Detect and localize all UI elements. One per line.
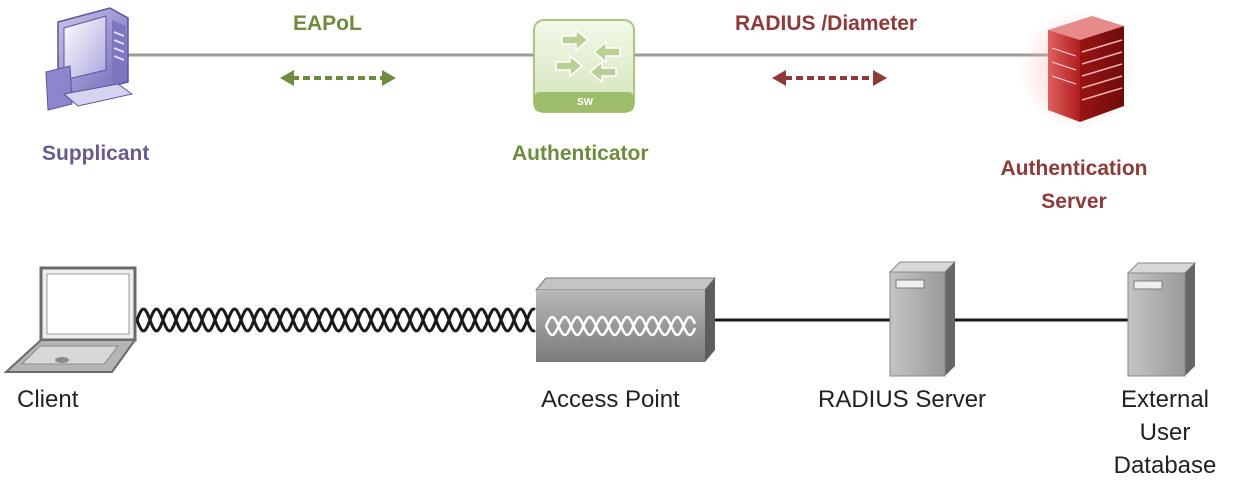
wireless-link — [135, 307, 536, 333]
authentication-server-label: Authentication Server — [972, 152, 1176, 218]
external-database-label-line3: Database — [1113, 452, 1217, 479]
supplicant-label: Supplicant — [42, 142, 150, 165]
radius-double-arrow — [772, 70, 887, 86]
switch-badge: SW — [577, 97, 594, 108]
authenticator-label: Authenticator — [512, 142, 649, 165]
authentication-server-label-line1: Authentication — [1000, 157, 1148, 180]
authentication-server-label-line2: Server — [1041, 190, 1107, 213]
supplicant-pc-icon — [45, 7, 134, 111]
external-database-label: External User Database — [1100, 383, 1230, 482]
radius-diameter-label: RADIUS /Diameter — [735, 12, 918, 35]
access-point-label: Access Point — [541, 386, 680, 413]
external-database-label-line2: User — [1139, 419, 1191, 446]
radius-server-tower-icon — [888, 261, 957, 377]
eapol-double-arrow — [280, 70, 396, 86]
external-database-label-line1: External — [1120, 386, 1210, 413]
eapol-label: EAPoL — [293, 12, 362, 35]
authentication-server-icon — [1018, 10, 1138, 130]
external-database-tower-icon — [1126, 262, 1197, 377]
client-laptop-icon — [3, 266, 137, 373]
access-point-icon — [534, 277, 717, 362]
radius-server-label: RADIUS Server — [818, 386, 987, 413]
client-label: Client — [17, 386, 79, 413]
switch-icon — [533, 19, 635, 113]
